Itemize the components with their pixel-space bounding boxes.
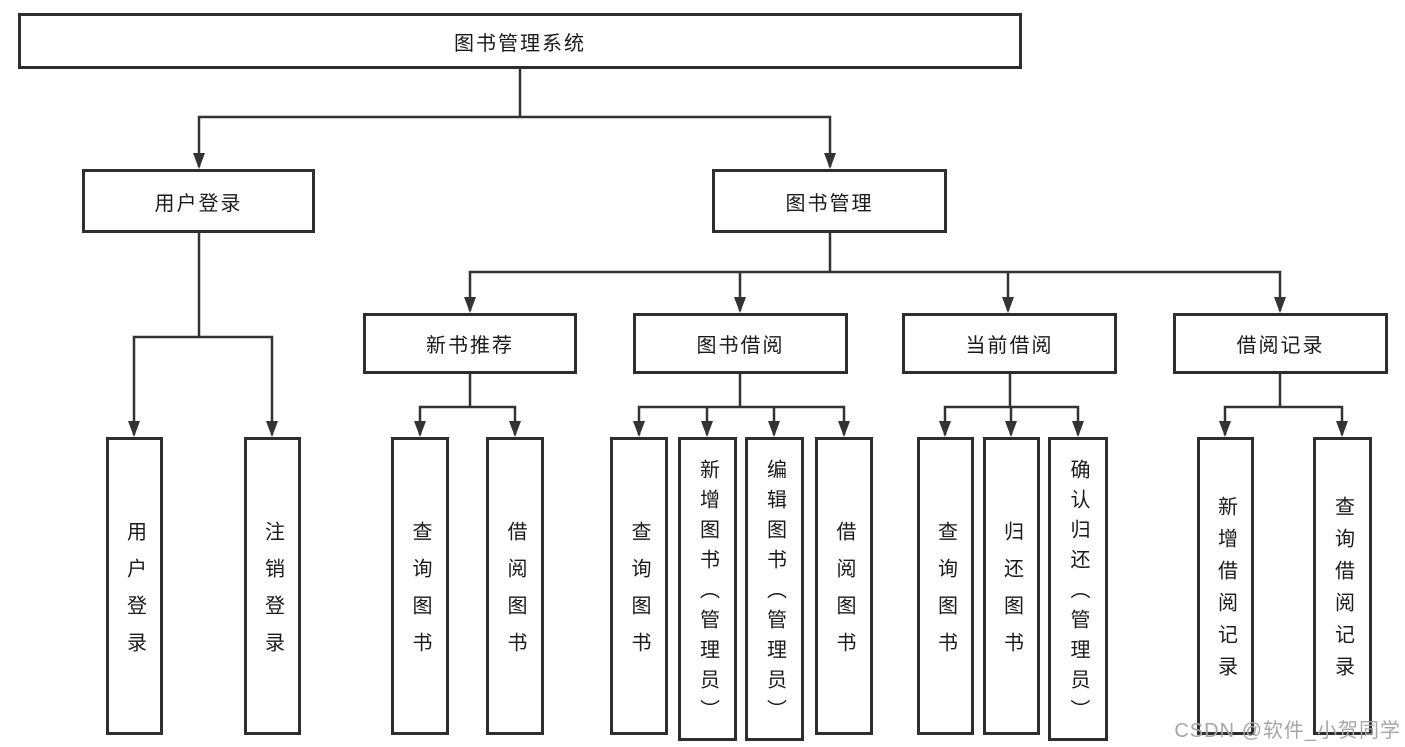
node-user-login-group: 用户登录 xyxy=(82,169,315,233)
connector-root-split xyxy=(193,115,836,169)
leaf-query-borrow-record: 查询借阅记录 xyxy=(1313,437,1372,735)
node-root-system-label: 图书管理系统 xyxy=(454,32,586,55)
leaf-user-login-label: 用户登录 xyxy=(123,520,146,669)
leaf-logout-label: 注销登录 xyxy=(261,520,284,669)
connector-records-split xyxy=(1219,405,1348,437)
leaf-edit-book-admin-label: 编辑图书（管理员） xyxy=(763,459,786,729)
leaf-edit-book-admin: 编辑图书（管理员） xyxy=(745,437,804,741)
leaf-return-books-label: 归还图书 xyxy=(1000,520,1023,669)
leaf-current-query-books-label: 查询图书 xyxy=(934,520,957,669)
leaf-confirm-return-admin-label: 确认归还（管理员） xyxy=(1067,459,1089,729)
leaf-confirm-return-admin: 确认归还（管理员） xyxy=(1048,437,1108,741)
node-book-borrow: 图书借阅 xyxy=(633,313,848,374)
connector-bookmgmt-split xyxy=(464,270,1286,313)
node-current-borrow: 当前借阅 xyxy=(902,313,1117,374)
leaf-recommend-query-books: 查询图书 xyxy=(391,437,449,735)
node-book-borrow-label: 图书借阅 xyxy=(696,335,785,357)
leaf-add-borrow-record: 新增借阅记录 xyxy=(1197,437,1254,735)
connector-recommend-split xyxy=(414,405,521,437)
leaf-add-book-admin: 新增图书（管理员） xyxy=(678,437,737,741)
csdn-watermark: CSDN @软件_小贺同学 xyxy=(1174,720,1401,742)
leaf-logout: 注销登录 xyxy=(244,437,301,735)
leaf-borrow-query-books-label: 查询图书 xyxy=(628,520,650,669)
node-book-management-label: 图书管理 xyxy=(785,192,874,215)
node-book-management: 图书管理 xyxy=(712,169,947,233)
leaf-current-query-books: 查询图书 xyxy=(917,437,974,735)
leaf-recommend-borrow-books: 借阅图书 xyxy=(486,437,544,735)
leaf-borrow-books-label: 借阅图书 xyxy=(833,520,855,669)
node-new-book-recommend: 新书推荐 xyxy=(363,313,577,374)
node-borrow-records: 借阅记录 xyxy=(1173,313,1388,374)
leaf-borrow-books: 借阅图书 xyxy=(815,437,873,735)
leaf-add-book-admin-label: 新增图书（管理员） xyxy=(696,459,719,729)
node-current-borrow-label: 当前借阅 xyxy=(965,335,1054,357)
connector-borrow-split xyxy=(633,405,850,437)
leaf-recommend-query-books-label: 查询图书 xyxy=(409,520,431,669)
leaf-return-books: 归还图书 xyxy=(983,437,1040,735)
node-root-system: 图书管理系统 xyxy=(18,13,1022,69)
leaf-query-borrow-record-label: 查询借阅记录 xyxy=(1331,496,1354,688)
leaf-recommend-borrow-books-label: 借阅图书 xyxy=(504,520,526,669)
node-borrow-records-label: 借阅记录 xyxy=(1236,335,1325,357)
leaf-borrow-query-books: 查询图书 xyxy=(610,437,668,735)
connector-userlogin-split xyxy=(128,335,278,437)
leaf-user-login: 用户登录 xyxy=(106,437,163,735)
node-user-login-group-label: 用户登录 xyxy=(154,192,243,215)
node-new-book-recommend-label: 新书推荐 xyxy=(426,335,514,357)
leaf-add-borrow-record-label: 新增借阅记录 xyxy=(1214,496,1237,688)
